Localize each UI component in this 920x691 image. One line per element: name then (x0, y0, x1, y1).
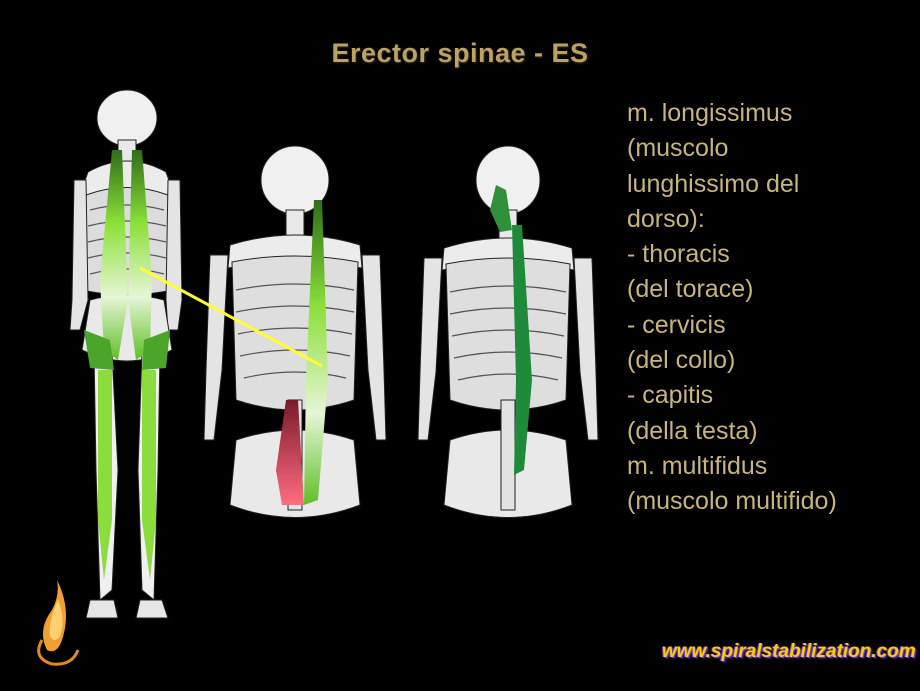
muscle-description: m. longissimus (muscolo lunghissimo del … (627, 96, 912, 520)
text-line: (del torace) (627, 275, 754, 304)
text-line: dorso): (627, 204, 705, 233)
skeleton-illustrations (69, 89, 599, 619)
slide-title: Erector spinae - ES (331, 38, 589, 68)
text-line: - thoracis (627, 240, 730, 269)
text-line: - capitis (627, 381, 714, 410)
text-line: (del collo) (627, 346, 736, 375)
text-line: (della testa) (627, 416, 758, 445)
multifidus-muscle (276, 400, 304, 505)
text-line: (muscolo multifido) (627, 487, 837, 516)
skeleton-torso-back-capitis (417, 145, 599, 518)
text-line: lunghissimo del (627, 169, 800, 198)
text-line: m. longissimus (627, 99, 793, 127)
spiral-stabilization-logo (37, 580, 80, 666)
text-line: - cervicis (627, 310, 726, 339)
website-link[interactable]: www.spiralstabilization.com (662, 641, 916, 662)
pointer-line (139, 266, 323, 368)
longissimus-capitis-muscle (490, 185, 532, 475)
text-line: m. multifidus (627, 451, 768, 480)
erector-spinae-muscle-full (84, 150, 170, 580)
longissimus-muscle (304, 200, 328, 505)
text-line: (muscolo (627, 134, 729, 163)
